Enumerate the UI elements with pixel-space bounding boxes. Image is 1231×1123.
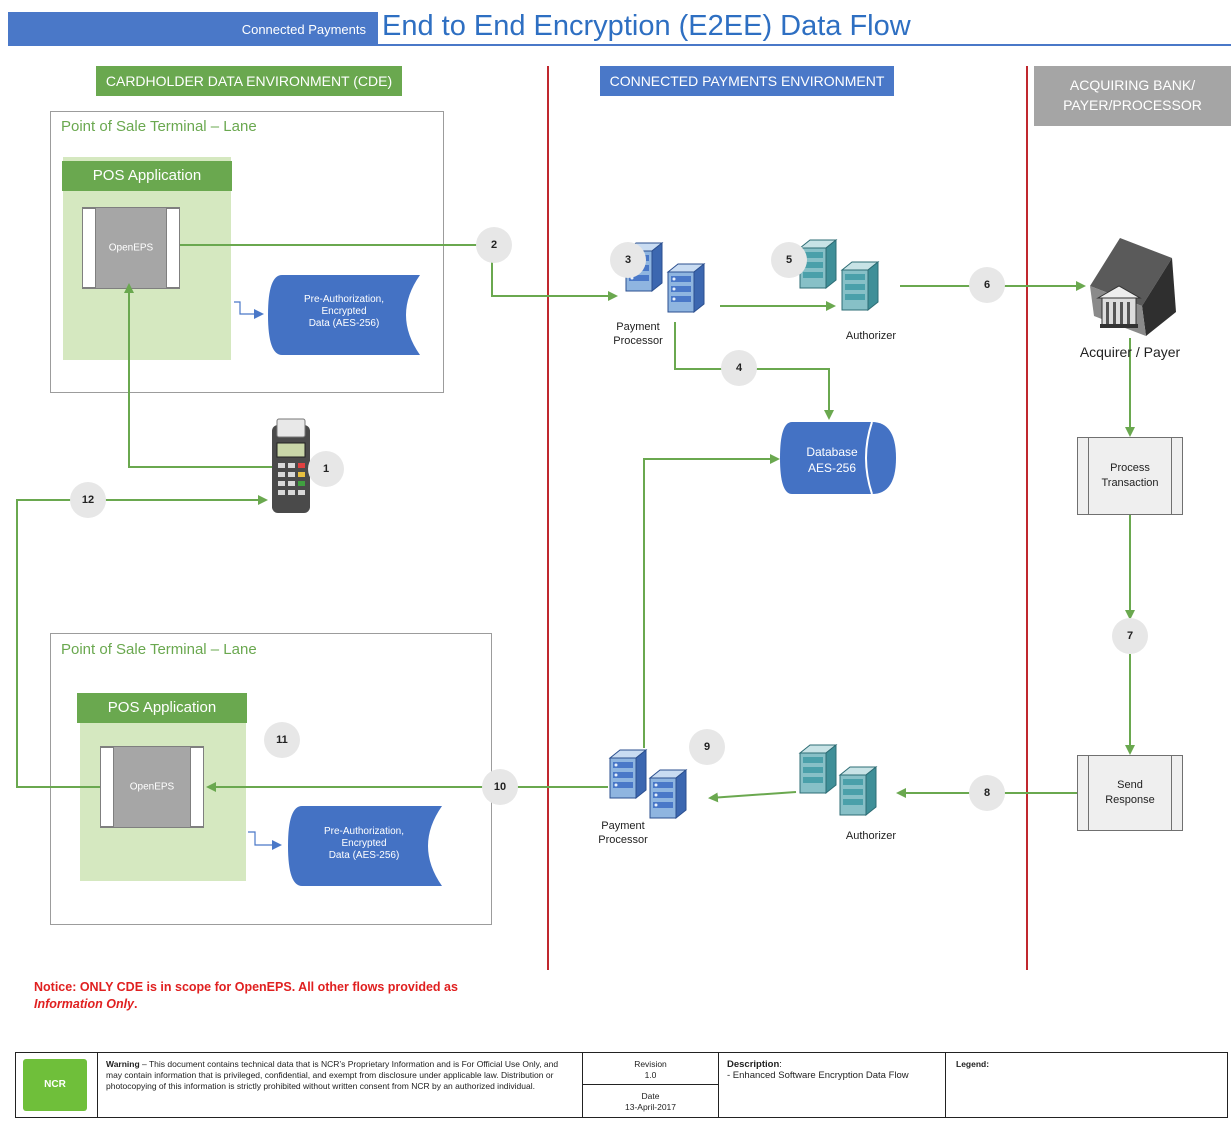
database-label: Database AES-256 [786, 444, 878, 476]
process-transaction-line-1: Process [1110, 462, 1150, 474]
pos-application-header-top: POS Application [62, 161, 232, 191]
card-terminal-icon [272, 418, 310, 513]
footer-date-label: Date [641, 1091, 660, 1101]
step-badge-8: 8 [969, 775, 1005, 811]
pre-auth-line-2-top: Encrypted [321, 306, 367, 317]
zone-divider-right [1026, 66, 1028, 970]
step-badge-1: 1 [308, 451, 344, 487]
footer-date: Date 13-April-2017 [583, 1085, 718, 1113]
authorizer-top-icon [799, 239, 879, 311]
header-subtitle: Connected Payments [241, 22, 366, 37]
data-connector-top [234, 301, 264, 319]
footer-warning-text: – This document contains technical data … [106, 1059, 559, 1091]
pre-auth-data-text-top: Pre-Authorization, Encrypted Data (AES-2… [284, 294, 404, 330]
authorizer-bottom-icon [799, 744, 877, 816]
data-connector-bottom [248, 831, 282, 850]
payment-processor-top-line-1: Payment [616, 321, 660, 333]
footer-warning-bold: Warning [106, 1059, 140, 1069]
database-label-line-2: AES-256 [807, 461, 857, 475]
bank-icon [1090, 238, 1176, 336]
page-title: End to End Encryption (E2EE) Data Flow [382, 10, 911, 42]
ncr-logo: NCR [23, 1059, 87, 1111]
scope-notice: Notice: ONLY CDE is in scope for OpenEPS… [34, 979, 494, 1013]
zone-label-acquiring-bank: ACQUIRING BANK/ PAYER/PROCESSOR [1034, 66, 1231, 126]
pre-auth-data-shape-top [268, 275, 420, 355]
send-response-line-2: Response [1105, 794, 1155, 806]
pre-auth-line-1-bottom: Pre-Authorization, [323, 826, 405, 837]
footer-revision-label: Revision [634, 1059, 667, 1069]
payment-processor-bottom-line-2: Processor [598, 834, 648, 846]
payment-processor-bottom-line-1: Payment [601, 820, 645, 832]
pre-auth-line-1-top: Pre-Authorization, [303, 294, 385, 305]
flow-arrow-8-9 [708, 791, 797, 803]
notice-text: Notice: ONLY CDE is in scope for OpenEPS… [34, 980, 458, 994]
step-badge-4: 4 [721, 350, 757, 386]
flow-arrow-1 [124, 283, 272, 468]
footer-date-value: 13-April-2017 [624, 1102, 677, 1112]
payment-processor-bottom-icon [609, 749, 687, 819]
header-bar [8, 12, 1231, 46]
step-badge-11: 11 [264, 722, 300, 758]
footer-legend-cell: Legend: [946, 1053, 1227, 1117]
step-badge-10: 10 [482, 769, 518, 805]
authorizer-top-caption: Authorizer [845, 330, 897, 342]
database-icon [780, 421, 896, 495]
database-label-line-1: Database [806, 445, 858, 459]
openeps-label-bottom: OpenEPS [129, 781, 175, 793]
footer-table: NCR Warning – This document contains tec… [15, 1052, 1228, 1118]
footer-description-text: - Enhanced Software Encryption Data Flow [727, 1070, 909, 1081]
authorizer-bottom-caption: Authorizer [845, 830, 897, 842]
footer-revision-cell: Revision 1.0 Date 13-April-2017 [583, 1053, 719, 1117]
flow-arrow-12 [16, 495, 268, 788]
pre-auth-line-3-bottom: Data (AES-256) [328, 850, 400, 861]
footer-warning-cell: Warning – This document contains technic… [98, 1053, 583, 1117]
step-badge-2: 2 [476, 227, 512, 263]
footer-revision: Revision 1.0 [583, 1053, 718, 1085]
openeps-module-top[interactable]: OpenEPS [82, 207, 180, 289]
openeps-label-top: OpenEPS [108, 242, 154, 254]
payment-processor-bottom-caption: Payment Processor [592, 819, 654, 847]
openeps-module-bottom[interactable]: OpenEPS [100, 746, 204, 828]
notice-end: . [134, 997, 138, 1011]
payment-processor-top-caption: Payment Processor [608, 320, 668, 348]
payment-processor-top-line-2: Processor [613, 335, 663, 347]
send-response-line-1: Send [1117, 779, 1143, 791]
footer-revision-value: 1.0 [644, 1070, 657, 1080]
pos-terminal-label-bottom: Point of Sale Terminal – Lane [61, 641, 257, 658]
step-badge-7: 7 [1112, 618, 1148, 654]
flow-arrow-9 [643, 454, 780, 748]
pos-application-header-bottom: POS Application [77, 693, 247, 723]
footer-description-label: Description [727, 1059, 780, 1070]
zone-label-connected-payments: CONNECTED PAYMENTS ENVIRONMENT [600, 66, 894, 96]
step-badge-9: 9 [689, 729, 725, 765]
footer-legend-label: Legend: [956, 1059, 990, 1069]
footer-logo-cell: NCR [16, 1053, 98, 1117]
step-badge-3: 3 [610, 242, 646, 278]
step-badge-6: 6 [969, 267, 1005, 303]
pre-auth-data-shape-bottom [288, 806, 442, 886]
notice-italic: Information Only [34, 997, 134, 1011]
zone-label-acquiring-line-1: ACQUIRING BANK/ [1069, 77, 1196, 93]
zone-label-cde: CARDHOLDER DATA ENVIRONMENT (CDE) [96, 66, 402, 96]
flow-arrow-2 [180, 244, 618, 301]
step-badge-5: 5 [771, 242, 807, 278]
pre-auth-data-text-bottom: Pre-Authorization, Encrypted Data (AES-2… [304, 826, 424, 862]
zone-label-acquiring-line-2: PAYER/PROCESSOR [1063, 97, 1202, 113]
step-badge-12: 12 [70, 482, 106, 518]
process-transaction-line-2: Transaction [1101, 477, 1159, 489]
pre-auth-line-2-bottom: Encrypted [341, 838, 387, 849]
footer-description-cell: Description: - Enhanced Software Encrypt… [719, 1053, 946, 1117]
pos-terminal-label-top: Point of Sale Terminal – Lane [61, 118, 257, 135]
zone-divider-left [547, 66, 549, 970]
pre-auth-line-3-top: Data (AES-256) [308, 318, 380, 329]
acquirer-caption: Acquirer / Payer [1079, 344, 1181, 360]
